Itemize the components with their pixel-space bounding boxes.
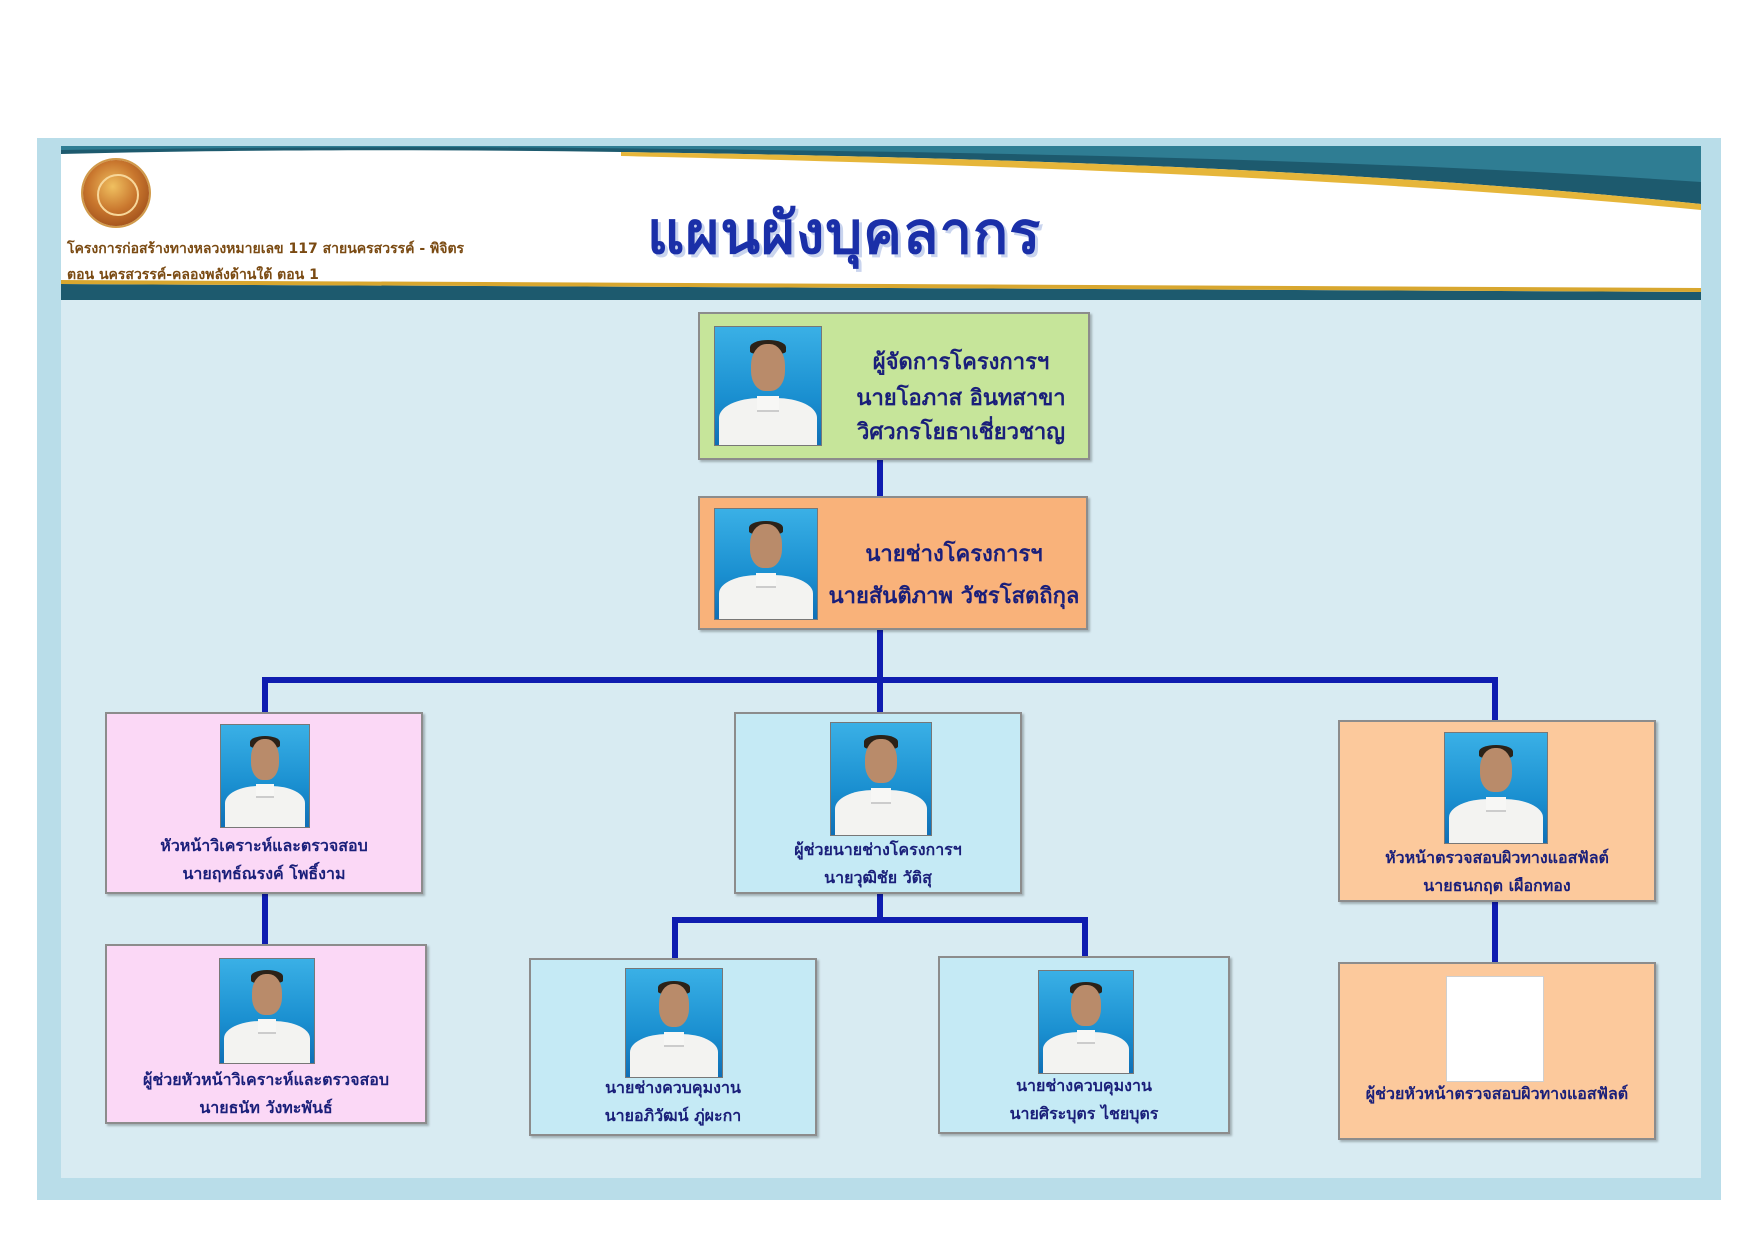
manager-name: นายโอภาส อินทสาขา bbox=[856, 386, 1066, 411]
manager-role: ผู้จัดการโครงการฯ bbox=[872, 350, 1050, 375]
supervisor-1-name: นายอภิวัฒน์ ภู่ผะกา bbox=[604, 1106, 742, 1125]
right-assistant-box: ผู้ช่วยหัวหน้าตรวจสอบผิวทางแอสฟัลต์ bbox=[1338, 962, 1656, 1140]
center-head-box: ผู้ช่วยนายช่างโครงการฯ นายวุฒิชัย วัติสุ bbox=[734, 712, 1022, 894]
left-head-name: นายฤทธ์ณรงค์ โพธิ์งาม bbox=[182, 864, 346, 883]
right-head-photo bbox=[1444, 732, 1548, 844]
department-seal-logo bbox=[83, 160, 149, 226]
banner-swoosh bbox=[61, 146, 1701, 302]
left-assistant-name: นายธนัท วังทะพันธ์ bbox=[199, 1098, 333, 1117]
supervisor-2-name: นายศิระบุตร ไชยบุตร bbox=[1009, 1104, 1159, 1123]
manager-title: วิศวกรโยธาเชี่ยวชาญ bbox=[856, 420, 1066, 445]
left-head-photo bbox=[220, 724, 310, 828]
manager-photo bbox=[714, 326, 822, 446]
page-title: แผนผังบุคลากร bbox=[647, 199, 1042, 267]
right-head-name: นายธนกฤต เผือกทอง bbox=[1423, 876, 1571, 895]
engineer-photo bbox=[714, 508, 818, 620]
left-assistant-box: ผู้ช่วยหัวหน้าวิเคราะห์และตรวจสอบ นายธนั… bbox=[105, 944, 427, 1124]
supervisor-1-role: นายช่างควบคุมงาน bbox=[605, 1078, 741, 1097]
supervisor-2-box: นายช่างควบคุมงาน นายศิระบุตร ไชยบุตร bbox=[938, 956, 1230, 1134]
right-assistant-role: ผู้ช่วยหัวหน้าตรวจสอบผิวทางแอสฟัลต์ bbox=[1365, 1084, 1629, 1103]
center-head-name: นายวุฒิชัย วัติสุ bbox=[824, 868, 932, 887]
engineer-box: นายช่างโครงการฯ นายสันติภาพ วัชรโสตถิกุล bbox=[698, 496, 1088, 630]
left-assistant-role: ผู้ช่วยหัวหน้าวิเคราะห์และตรวจสอบ bbox=[142, 1070, 390, 1089]
project-name-line1: โครงการก่อสร้างทางหลวงหมายเลข 117 สายนคร… bbox=[67, 241, 465, 257]
header-banner: โครงการก่อสร้างทางหลวงหมายเลข 117 สายนคร… bbox=[61, 146, 1701, 302]
left-assistant-photo bbox=[219, 958, 315, 1064]
supervisor-1-photo bbox=[625, 968, 723, 1078]
center-head-photo bbox=[830, 722, 932, 836]
supervisor-2-role: นายช่างควบคุมงาน bbox=[1016, 1076, 1152, 1095]
left-head-role: หัวหน้าวิเคราะห์และตรวจสอบ bbox=[160, 836, 368, 855]
supervisor-2-photo bbox=[1038, 970, 1134, 1074]
engineer-role: นายช่างโครงการฯ bbox=[865, 542, 1043, 567]
supervisor-1-box: นายช่างควบคุมงาน นายอภิวัฒน์ ภู่ผะกา bbox=[529, 958, 817, 1136]
left-head-box: หัวหน้าวิเคราะห์และตรวจสอบ นายฤทธ์ณรงค์ … bbox=[105, 712, 423, 894]
engineer-name: นายสันติภาพ วัชรโสตถิกุล bbox=[828, 584, 1080, 609]
manager-box: ผู้จัดการโครงการฯ นายโอภาส อินทสาขา วิศว… bbox=[698, 312, 1090, 460]
project-name-line2: ตอน นครสวรรค์-คลองพลังด้านใต้ ตอน 1 bbox=[67, 267, 319, 283]
center-head-role: ผู้ช่วยนายช่างโครงการฯ bbox=[794, 840, 962, 859]
right-assistant-photo-placeholder bbox=[1446, 976, 1544, 1082]
right-head-box: หัวหน้าตรวจสอบผิวทางแอสฟัลต์ นายธนกฤต เผ… bbox=[1338, 720, 1656, 902]
right-head-role: หัวหน้าตรวจสอบผิวทางแอสฟัลต์ bbox=[1385, 848, 1609, 867]
